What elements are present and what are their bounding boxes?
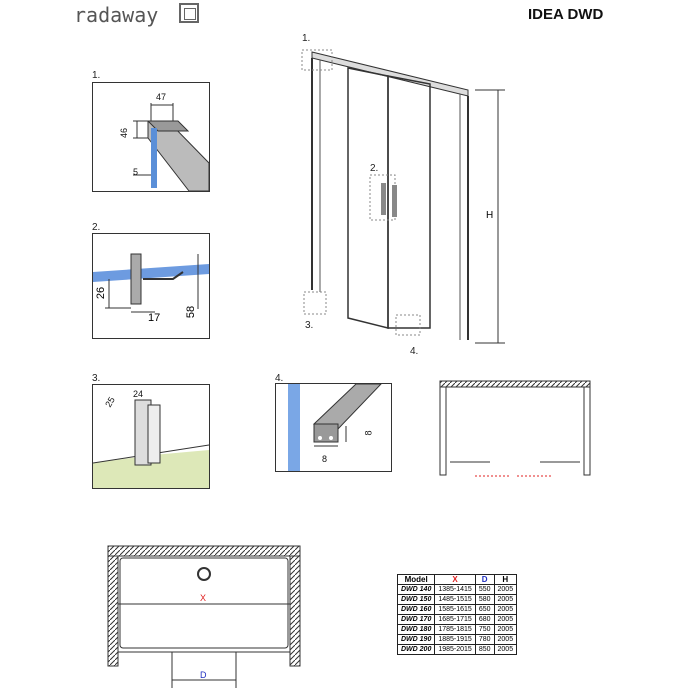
detail-4-label: 4. <box>275 373 284 384</box>
plan-view-small <box>439 380 591 477</box>
height-label: H <box>486 210 494 221</box>
col-h: H <box>493 574 518 585</box>
cell-d: 550 <box>474 584 495 595</box>
detail-3-label: 3. <box>92 373 101 384</box>
cell-h: 2005 <box>493 634 518 645</box>
dim-17: 17 <box>148 312 161 324</box>
detail-1-label: 1. <box>92 70 101 81</box>
callout-4: 4. <box>410 346 419 357</box>
col-model: Model <box>396 574 436 585</box>
cell-h: 2005 <box>493 614 518 625</box>
cell-h: 2005 <box>493 644 518 655</box>
dim-58: 58 <box>185 305 198 319</box>
col-d: D <box>474 574 495 585</box>
table-header-row: Model X D H <box>396 574 518 585</box>
col-x: X <box>434 574 476 585</box>
cell-model: DWD 140 <box>396 584 436 595</box>
cell-model: DWD 160 <box>396 604 436 615</box>
cell-model: DWD 180 <box>396 624 436 635</box>
cell-h: 2005 <box>493 584 518 595</box>
detail-3-drawing <box>92 399 210 488</box>
detail-4-panel: 8 8 <box>275 383 392 472</box>
cell-d: 680 <box>474 614 495 625</box>
cell-x: 1685-1715 <box>434 614 476 625</box>
cell-h: 2005 <box>493 594 518 605</box>
product-title: IDEA DWD <box>528 6 604 23</box>
cell-x: 1785-1815 <box>434 624 476 635</box>
cell-d: 580 <box>474 594 495 605</box>
cell-d: 780 <box>474 634 495 645</box>
detail-2-panel: 26 17 58 <box>92 233 210 339</box>
callout-3: 3. <box>305 320 314 331</box>
detail-4-drawing <box>288 383 383 471</box>
dim-24: 24 <box>133 389 144 399</box>
cell-x: 1585-1615 <box>434 604 476 615</box>
width-x-label: X <box>200 593 207 603</box>
cell-x: 1985-2015 <box>434 644 476 655</box>
detail-1-drawing <box>133 103 210 192</box>
cell-x: 1385-1415 <box>434 584 476 595</box>
dim-5: 5 <box>133 167 139 177</box>
door-elevation-drawing <box>301 49 505 344</box>
cell-model: DWD 200 <box>396 644 436 655</box>
brand-logo: radaway <box>74 3 159 27</box>
cell-d: 650 <box>474 604 495 615</box>
detail-1-panel: 47 46 5 <box>92 82 210 192</box>
cell-model: DWD 190 <box>396 634 436 645</box>
plan-view-bottom <box>107 545 301 688</box>
detail-2-label: 2. <box>92 222 101 233</box>
dim-46: 46 <box>119 127 130 139</box>
cell-h: 2005 <box>493 624 518 635</box>
callout-1: 1. <box>302 33 311 44</box>
cell-model: DWD 170 <box>396 614 436 625</box>
door-d-label: D <box>200 670 207 680</box>
dim-8-width: 8 <box>322 454 328 464</box>
cell-d: 750 <box>474 624 495 635</box>
detail-3-panel: 24 25 <box>92 384 210 489</box>
callout-2: 2. <box>370 163 379 174</box>
dim-26: 26 <box>95 286 108 300</box>
cell-d: 850 <box>474 644 495 655</box>
cell-x: 1885-1915 <box>434 634 476 645</box>
detail-2-drawing <box>93 253 209 313</box>
dim-8-height: 8 <box>363 430 374 436</box>
cell-model: DWD 150 <box>396 594 436 605</box>
cell-x: 1485-1515 <box>434 594 476 605</box>
dim-47: 47 <box>156 92 167 102</box>
logo-square-icon <box>179 3 199 23</box>
cell-h: 2005 <box>493 604 518 615</box>
